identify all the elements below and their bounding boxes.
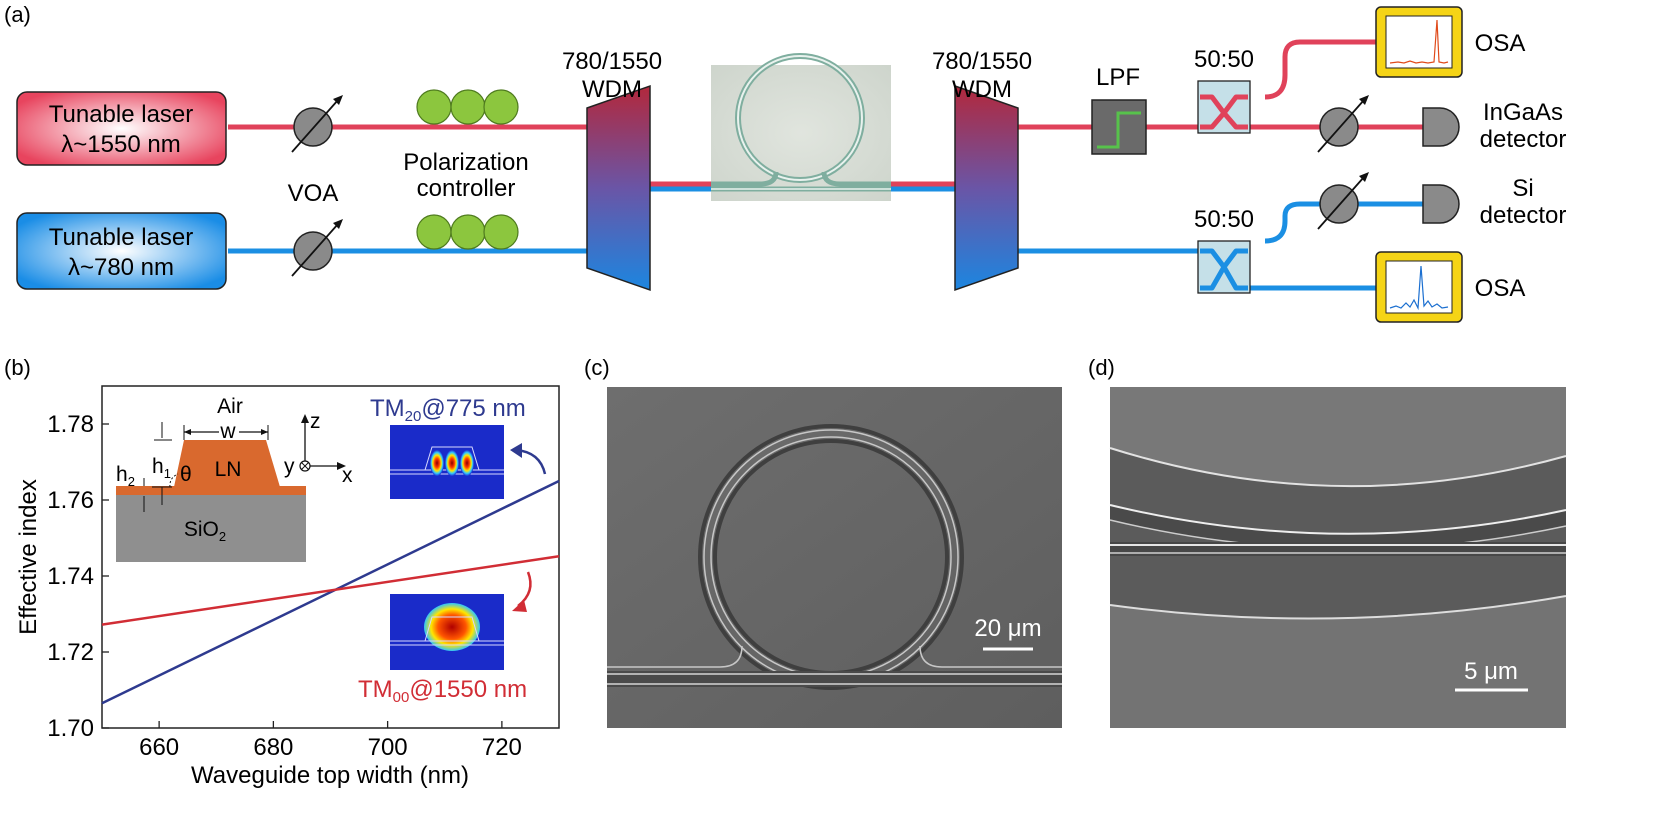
arrow-tm20-head bbox=[510, 443, 522, 458]
voa-icon-top bbox=[291, 95, 343, 153]
inset-axis-y: y bbox=[284, 455, 295, 478]
splitter-bottom bbox=[1197, 240, 1251, 294]
osa-top-label: OSA bbox=[1475, 30, 1526, 57]
voa-icon-bottom bbox=[291, 219, 343, 277]
y-ticks: 1.70 1.72 1.74 1.76 1.78 bbox=[47, 411, 109, 742]
ring-resonator-photo bbox=[711, 53, 891, 201]
waveguide-cross-section-inset: Air w LN SiO2 h1 h2 θ z y x bbox=[116, 395, 353, 562]
arrow-tm00-head bbox=[512, 600, 527, 612]
si-detector-icon bbox=[1422, 184, 1460, 224]
x-tick-label: 680 bbox=[253, 734, 293, 761]
osa-bottom-label: OSA bbox=[1475, 275, 1526, 302]
wdm-left-line2: WDM bbox=[582, 76, 642, 103]
laser-780-line2: λ~780 nm bbox=[68, 254, 174, 281]
laser-780-line1: Tunable laser bbox=[49, 224, 194, 251]
voa-icon-ir bbox=[1317, 95, 1369, 153]
panel-label-d: (d) bbox=[1088, 355, 1115, 380]
x-axis-label: Waveguide top width (nm) bbox=[191, 762, 469, 789]
laser-780: Tunable laser λ~780 nm bbox=[16, 212, 227, 290]
osa-bottom-icon bbox=[1375, 251, 1463, 323]
si-label-line1: Si bbox=[1512, 175, 1533, 202]
sem-image-ring: 20 μm bbox=[607, 387, 1062, 728]
series-lines bbox=[101, 479, 560, 705]
inset-axis-z: z bbox=[310, 410, 321, 433]
sem-image-coupling-region: 5 μm bbox=[1109, 387, 1567, 728]
lpf-icon bbox=[1091, 99, 1147, 155]
wdm-left bbox=[586, 84, 651, 292]
series-label-tm20: TM20@775 nm bbox=[370, 395, 526, 425]
polarization-controller-bottom bbox=[416, 214, 519, 250]
voa-icon-visible bbox=[1317, 172, 1369, 230]
x-ticks: 660 680 700 720 bbox=[139, 721, 522, 761]
scale-label-c: 20 μm bbox=[974, 615, 1041, 642]
inset-w-label: w bbox=[219, 420, 236, 443]
inset-h2-label: h2 bbox=[116, 463, 135, 489]
panel-label-b: (b) bbox=[4, 355, 31, 380]
series-label-tm00: TM00@1550 nm bbox=[358, 676, 527, 706]
polarization-controller-top bbox=[416, 89, 519, 125]
series-line-tm20 bbox=[101, 479, 560, 705]
splitter-top-label: 50:50 bbox=[1194, 46, 1254, 73]
wdm-right-line1: 780/1550 bbox=[932, 48, 1032, 75]
pc-label-line2: controller bbox=[417, 175, 516, 202]
si-label-line2: detector bbox=[1480, 202, 1567, 229]
splitter-top bbox=[1197, 80, 1251, 134]
x-tick-label: 700 bbox=[368, 734, 408, 761]
laser-1550: Tunable laser λ~1550 nm bbox=[16, 91, 227, 166]
lpf-label: LPF bbox=[1096, 64, 1140, 91]
mode-image-tm00 bbox=[390, 594, 504, 670]
y-tick-label: 1.76 bbox=[47, 487, 94, 514]
wdm-right-line2: WDM bbox=[952, 76, 1012, 103]
laser-1550-line1: Tunable laser bbox=[49, 101, 194, 128]
panel-label-a: (a) bbox=[4, 2, 31, 27]
inset-ln-label: LN bbox=[215, 458, 242, 481]
ingaas-label-line1: InGaAs bbox=[1483, 99, 1563, 126]
scale-label-d: 5 μm bbox=[1464, 658, 1518, 685]
inset-h1-label: h1 bbox=[152, 455, 171, 481]
ln-ridge bbox=[174, 440, 280, 487]
ingaas-label-line2: detector bbox=[1480, 126, 1567, 153]
splitter-bottom-label: 50:50 bbox=[1194, 206, 1254, 233]
inset-sio2-label: SiO2 bbox=[184, 518, 226, 544]
y-tick-label: 1.78 bbox=[47, 411, 94, 438]
laser-1550-line2: λ~1550 nm bbox=[61, 131, 180, 158]
wdm-right bbox=[954, 84, 1019, 292]
y-tick-label: 1.70 bbox=[47, 715, 94, 742]
ingaas-detector-icon bbox=[1422, 107, 1460, 147]
y-axis-label: Effective index bbox=[15, 479, 42, 635]
panel-label-c: (c) bbox=[584, 355, 610, 380]
ln-slab bbox=[116, 486, 306, 495]
x-tick-label: 720 bbox=[482, 734, 522, 761]
mode-image-tm20 bbox=[390, 425, 504, 499]
y-tick-label: 1.74 bbox=[47, 563, 94, 590]
series-line-tm00 bbox=[101, 555, 560, 626]
y-tick-label: 1.72 bbox=[47, 639, 94, 666]
inset-theta-label: θ bbox=[180, 463, 192, 486]
voa-label: VOA bbox=[288, 180, 339, 207]
x-tick-label: 660 bbox=[139, 734, 179, 761]
sio2-substrate bbox=[116, 494, 306, 562]
osa-top-icon bbox=[1375, 6, 1463, 78]
pc-label-line1: Polarization bbox=[403, 149, 528, 176]
wdm-left-line1: 780/1550 bbox=[562, 48, 662, 75]
inset-axis-x: x bbox=[342, 464, 353, 487]
inset-air-label: Air bbox=[217, 395, 243, 418]
